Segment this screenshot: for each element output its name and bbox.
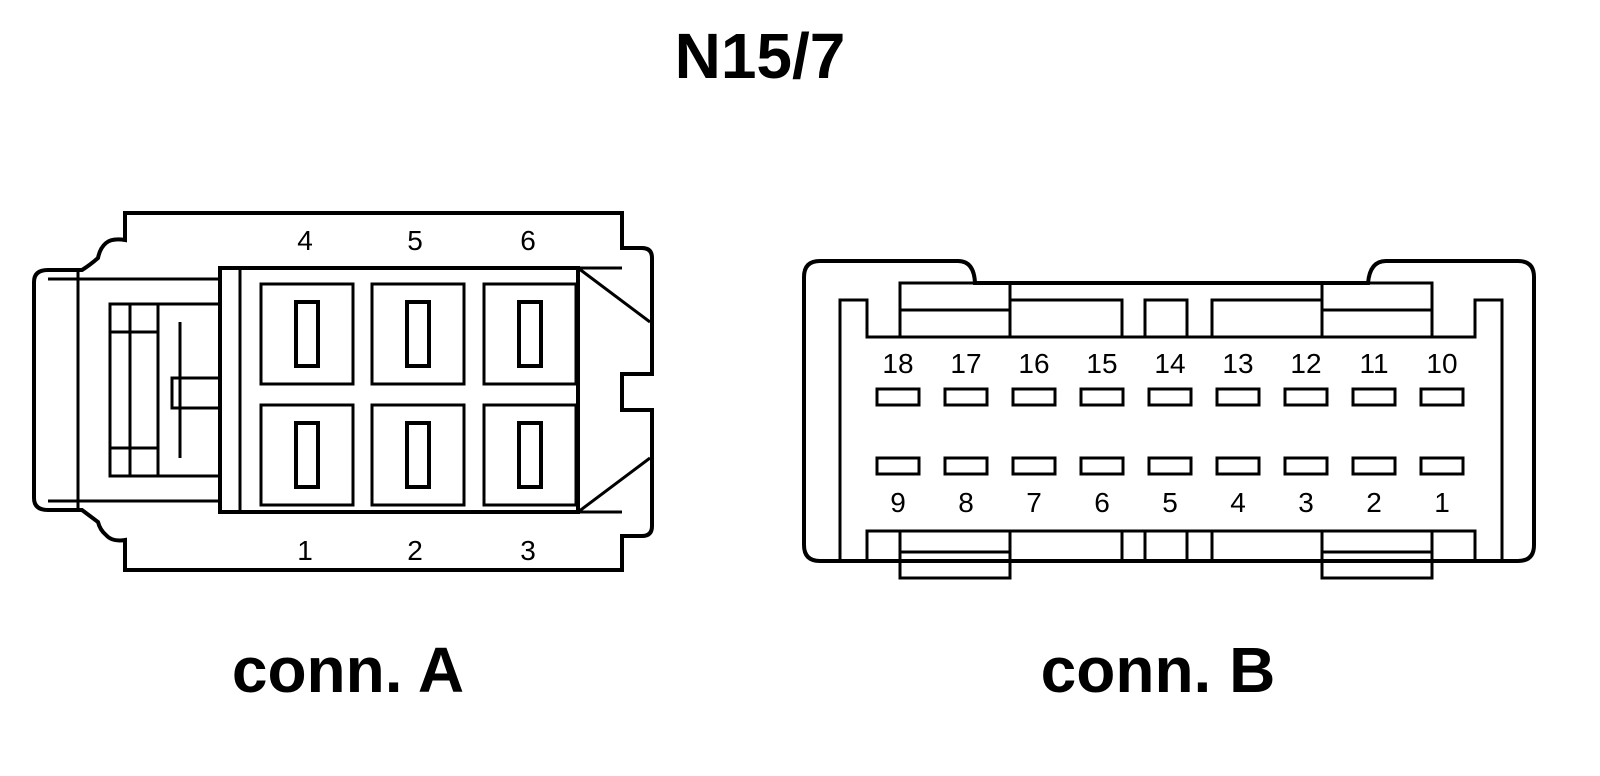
connector-b-pin-number: 7 [1026, 487, 1042, 518]
connector-a-cavity [482, 403, 578, 507]
connector-a-cavities [259, 282, 578, 507]
connector-b-terminal-top [1147, 387, 1193, 407]
connector-b-terminal-bottom [1419, 456, 1465, 476]
connector-a-cavity [482, 282, 578, 386]
connector-b-terminal-bottom [1079, 456, 1125, 476]
connector-a-cavity [370, 403, 466, 507]
connector-a-terminal [405, 421, 431, 489]
connector-a-terminal [517, 421, 543, 489]
connector-b-pin-number: 9 [890, 487, 906, 518]
diagram-title: N15/7 [675, 20, 846, 92]
connector-b-pin-number: 15 [1086, 348, 1117, 379]
connector-b-pin-number: 1 [1434, 487, 1450, 518]
connector-a-pin-block [218, 266, 580, 514]
connector-b-pin-number: 10 [1426, 348, 1457, 379]
connector-a-terminal [294, 300, 320, 368]
connector-b-terminal-bottom [1283, 456, 1329, 476]
connector-a-pin-3: 3 [520, 535, 536, 566]
connector-b-terminal-top [1079, 387, 1125, 407]
connector-a-pin-6: 6 [520, 225, 536, 256]
connector-b-pin-number: 13 [1222, 348, 1253, 379]
connector-b-pin-number: 11 [1359, 348, 1388, 379]
connector-a-terminal [517, 300, 543, 368]
connector-a-terminal [405, 300, 431, 368]
connector-a-cavity [370, 282, 466, 386]
connector-b-terminal-bottom [1351, 456, 1397, 476]
connector-b-terminal-top [875, 387, 921, 407]
connector-b-label: conn. B [1041, 634, 1276, 706]
connector-b-terminal-top [1011, 387, 1057, 407]
connector-a-terminal [294, 421, 320, 489]
connector-b-terminal-top [1351, 387, 1397, 407]
connector-b-terminal-top [1215, 387, 1261, 407]
connector-a-pin-1: 1 [297, 535, 313, 566]
connector-b-pin-number: 12 [1290, 348, 1321, 379]
connector-b-pin-number: 14 [1154, 348, 1185, 379]
connector-b-pin-number: 6 [1094, 487, 1110, 518]
connector-b-terminal-bottom [1215, 456, 1261, 476]
connector-a: 4 5 6 1 2 3 conn. A [32, 211, 654, 706]
connector-b-pin-number: 16 [1018, 348, 1049, 379]
connector-b-pin-number: 5 [1162, 487, 1178, 518]
connector-a-pin-5: 5 [407, 225, 423, 256]
connector-b-pin-number: 18 [882, 348, 913, 379]
connector-b-terminal-bottom [943, 456, 989, 476]
connector-b-pin-number: 2 [1366, 487, 1382, 518]
connector-b-pin-number: 8 [958, 487, 974, 518]
connector-a-pin-2: 2 [407, 535, 423, 566]
connector-b-terminal-top [1419, 387, 1465, 407]
connector-b-terminal-top [943, 387, 989, 407]
connector-b-pin-number: 4 [1230, 487, 1246, 518]
connector-a-housing [32, 211, 654, 572]
connector-b: 18 9 17 8 16 7 15 6 14 5 13 4 12 3 11 2 10 1 conn. B [802, 259, 1536, 706]
connector-a-cavity [259, 282, 355, 386]
connector-a-label: conn. A [232, 634, 464, 706]
connector-b-terminal-top [1283, 387, 1329, 407]
connector-a-cavity [259, 403, 355, 507]
connector-b-pin-number: 3 [1298, 487, 1314, 518]
connector-b-pins: 18 9 17 8 16 7 15 6 14 5 13 4 12 3 11 2 10 1 [875, 348, 1465, 518]
connector-b-pin-number: 17 [950, 348, 981, 379]
connector-b-terminal-bottom [875, 456, 921, 476]
connector-b-terminal-bottom [1147, 456, 1193, 476]
connector-b-terminal-bottom [1011, 456, 1057, 476]
connector-a-pin-4: 4 [297, 225, 313, 256]
